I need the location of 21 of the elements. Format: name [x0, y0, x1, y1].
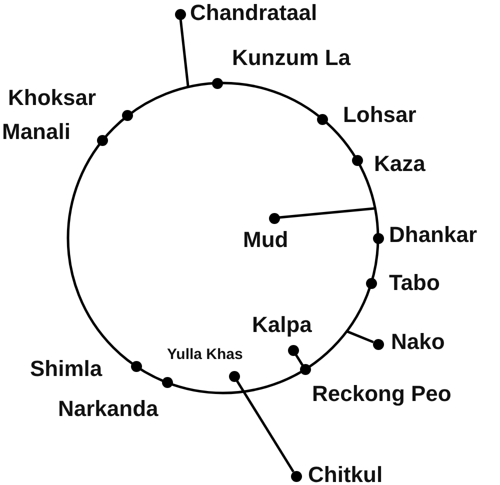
route-line: [179, 18, 190, 88]
place-name: Chitkul: [308, 462, 383, 485]
place-name: Tabo: [388, 270, 440, 296]
place-name: Shimla: [30, 356, 102, 382]
place-name: Kaza: [374, 151, 426, 176]
place-name: Reckong Peo: [312, 380, 452, 406]
place-name: Manali: [2, 119, 70, 144]
place-name: Lohsar: [342, 102, 416, 128]
place-name: Kunzum La: [232, 45, 351, 70]
place-name: Mud: [243, 227, 288, 252]
route-line: [236, 380, 294, 472]
route-line: [346, 330, 374, 344]
place-name: Narkanda: [58, 396, 158, 422]
place-name: Yulla Khas: [167, 346, 243, 364]
route-line: [294, 354, 304, 366]
place-name: Chandrataal: [190, 0, 318, 26]
place-name: Dhankar: [389, 222, 478, 248]
place-name: Kalpa: [252, 312, 312, 338]
place-name: Khoksar: [8, 85, 96, 110]
place-name: Nako: [391, 329, 445, 354]
route-line: [278, 207, 376, 219]
